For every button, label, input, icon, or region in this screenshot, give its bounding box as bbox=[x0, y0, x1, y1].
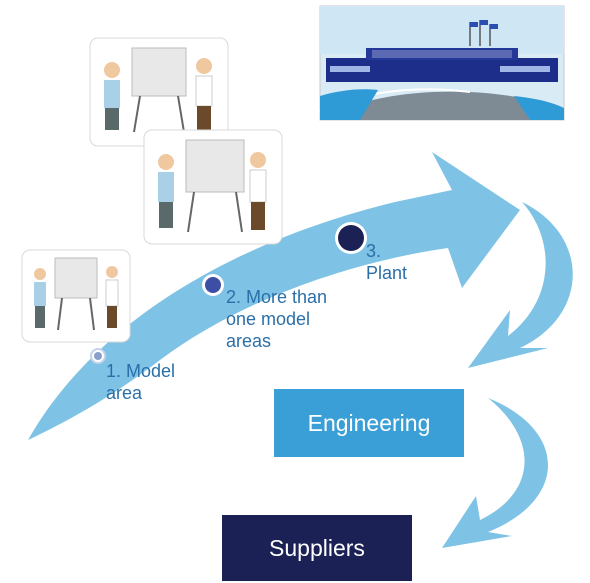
arrow-to-engineering bbox=[468, 202, 573, 368]
presenter-image-2 bbox=[143, 129, 283, 245]
stage-2-label: 2. More than one model areas bbox=[226, 287, 328, 351]
main-growth-arrow bbox=[28, 152, 520, 440]
stage-1-dot-core bbox=[94, 352, 102, 360]
engineering-box: Engineering bbox=[274, 389, 464, 457]
stage-2-dot-core bbox=[205, 277, 221, 293]
suppliers-box: Suppliers bbox=[222, 515, 412, 581]
stage-1-label: 1. Model area bbox=[106, 361, 176, 403]
stage-3-dot-core bbox=[338, 225, 364, 251]
factory-plant-image bbox=[319, 5, 565, 121]
arrow-to-suppliers bbox=[442, 398, 548, 548]
presenter-image-3 bbox=[21, 249, 131, 343]
stage-3-label: 3. Plant bbox=[366, 241, 408, 283]
